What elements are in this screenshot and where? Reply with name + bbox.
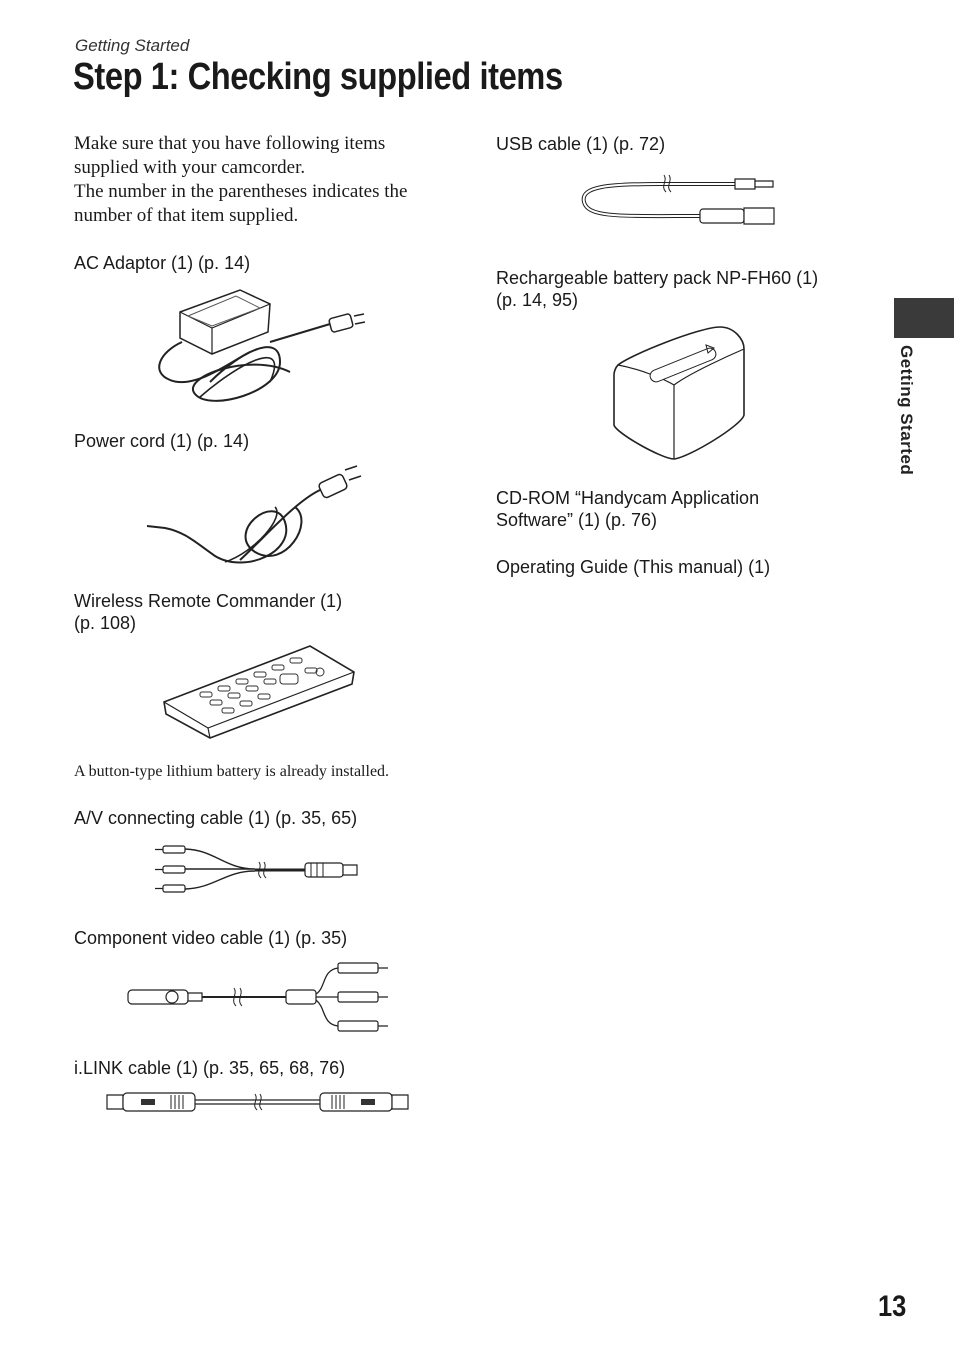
section-label: Getting Started [75,36,190,55]
item-ac-adaptor-label: AC Adaptor (1) (p. 14) [74,253,251,273]
page-title: Step 1: Checking supplied items [73,56,563,98]
item-av-cable-label: A/V connecting cable (1) (p. 35, 65) [74,808,358,828]
item-operating-guide-label: Operating Guide (This manual) (1) [496,557,771,577]
remote-battery-note: A button-type lithium battery is already… [74,763,390,780]
intro-line-1: Make sure that you have following items … [74,133,386,178]
ac-adaptor-illustration [150,282,380,412]
item-ilink-cable-label: i.LINK cable (1) (p. 35, 65, 68, 76) [74,1058,346,1078]
av-cable-illustration [155,842,365,898]
ilink-cable-illustration [105,1090,415,1116]
item-battery-label: Rechargeable battery pack NP-FH60 (1) (p… [496,268,819,310]
intro-text: Make sure that you have following items … [74,132,454,228]
item-remote-label: Wireless Remote Commander (1) (p. 108) [74,591,343,633]
usb-cable-illustration [580,172,780,232]
side-tab-marker [894,298,954,338]
item-cdrom-label: CD-ROM “Handycam Application Software” (… [496,488,760,530]
component-cable-illustration [126,958,388,1036]
power-cord-illustration [145,462,375,577]
remote-commander-illustration [160,642,360,742]
battery-pack-illustration [610,325,750,461]
item-usb-cable-label: USB cable (1) (p. 72) [496,134,666,154]
item-component-cable-label: Component video cable (1) (p. 35) [74,928,348,948]
side-tab-label: Getting Started [897,345,916,476]
intro-line-2: The number in the parentheses indicates … [74,181,408,226]
item-power-cord-label: Power cord (1) (p. 14) [74,431,250,451]
page-number: 13 [878,1290,907,1323]
